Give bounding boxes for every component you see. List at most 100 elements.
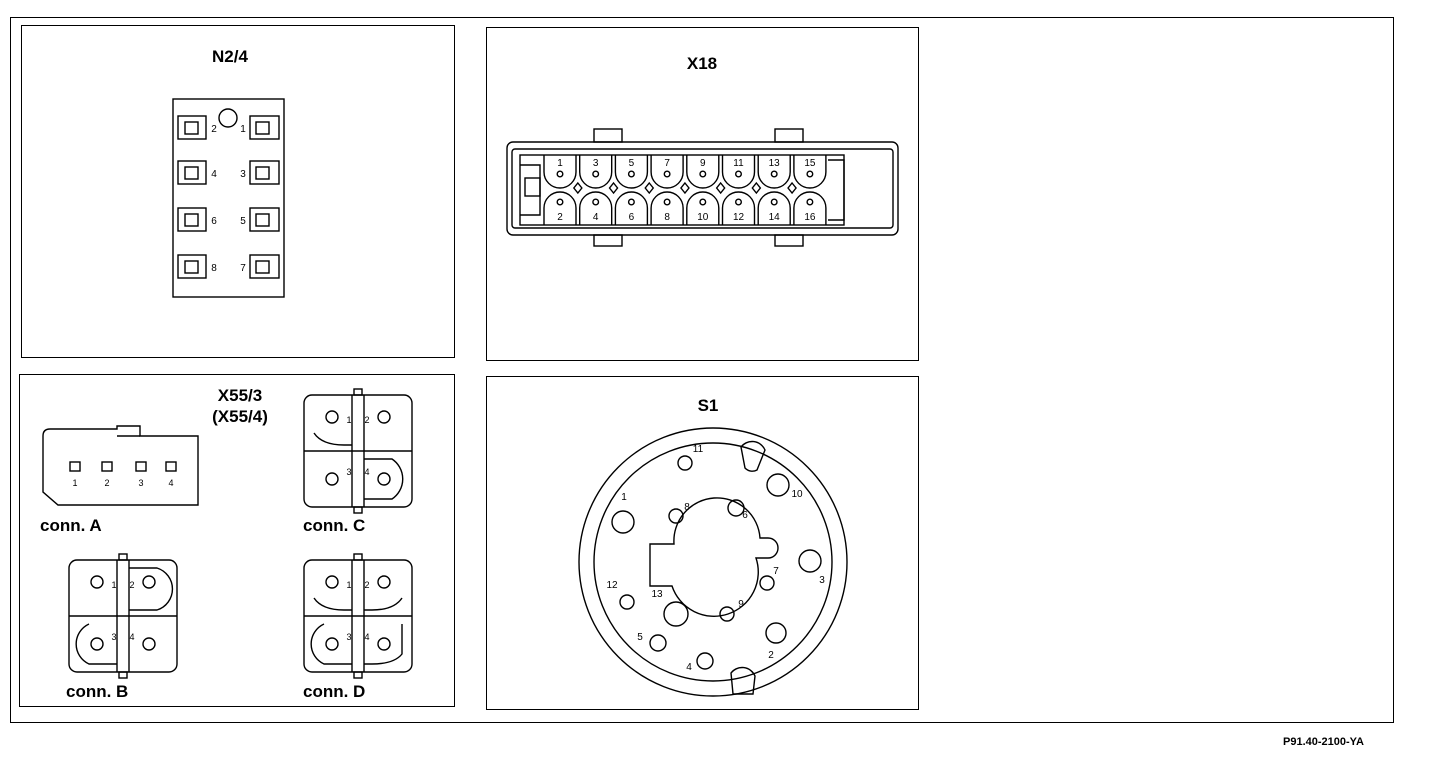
conn-d-lobe: [364, 597, 403, 611]
x18-pin-label-top: 9: [700, 158, 706, 169]
x18-cavity-bottom: [757, 191, 791, 225]
x18-divider-diamond: [644, 181, 655, 195]
x18-divider-diamond: [680, 181, 690, 195]
x18-divider-diamond: [608, 181, 619, 195]
x18-pin-label-top: 3: [593, 158, 599, 169]
conn-b-pin: [90, 637, 104, 651]
x18-pin-label-bottom: 8: [664, 212, 670, 223]
n24-pin-label: 4: [211, 169, 217, 180]
x18-pin-top: [770, 170, 778, 178]
x18-cavity-top: [579, 155, 613, 189]
x18-divider-diamond: [715, 181, 726, 195]
x18-pin-label-bottom: 12: [733, 212, 745, 223]
x18-pin-top: [806, 170, 814, 178]
x18-pin-top: [556, 170, 564, 178]
conn-c-pin-label: 2: [364, 415, 369, 425]
x18-pin-label-bottom: 6: [629, 212, 635, 223]
conn-d-latch-bottom: [353, 671, 363, 679]
conn-c-pin: [377, 410, 391, 424]
s1-central-bore: [649, 497, 779, 617]
x18-cavity-bottom: [543, 191, 577, 225]
conn-d-lobe: [364, 624, 403, 665]
x18-cavity-top: [721, 155, 756, 189]
s1-contact: [727, 499, 745, 517]
conn-d-pin-label: 3: [346, 632, 351, 642]
conn-d-pin-label: 2: [364, 580, 369, 590]
conn-b-centre-gap: [116, 560, 130, 672]
x55-title-line1: X55/3: [217, 386, 263, 405]
x18-pin-bottom: [663, 198, 671, 206]
s1-title: S1: [697, 396, 719, 415]
x18-cavity-bottom: [579, 191, 613, 225]
conn-b-latch-top: [118, 553, 128, 561]
x18-divider-diamond: [787, 181, 797, 195]
n24-pin-label: 2: [211, 124, 217, 135]
s1-contact: [798, 549, 822, 573]
x18-cavity-top: [793, 155, 827, 189]
figure-id: P91.40-2100-YA: [1283, 736, 1364, 748]
x18-pin-label-top: 1: [557, 158, 563, 169]
x18-cavity-top: [614, 155, 649, 189]
x18-pin-top: [735, 170, 743, 178]
s1-pin-label: 8: [684, 502, 690, 513]
conn-a-pin-label: 3: [138, 478, 143, 488]
conn-c-lobe: [313, 432, 352, 446]
s1-contact: [619, 594, 635, 610]
conn-d-pin: [325, 637, 339, 651]
conn-a-pin-label: 2: [104, 478, 109, 488]
s1-pin-label: 1: [621, 492, 627, 503]
s1-contact: [668, 508, 684, 524]
x18-shell: [506, 141, 899, 236]
conn-c-pin-label: 1: [346, 415, 351, 425]
conn-d-pin-label: 1: [346, 580, 351, 590]
panel-s1: [486, 376, 919, 710]
s1-notch-top: [740, 440, 766, 472]
x18-pin-bottom: [699, 198, 707, 206]
panel-n2-4: [21, 25, 455, 358]
conn-c-pin-label: 4: [364, 467, 369, 477]
n24-terminal-right-pad: [255, 260, 270, 274]
conn-c-pin-label: 3: [346, 467, 351, 477]
x18-pin-bottom: [735, 198, 743, 206]
n24-body: [172, 98, 285, 298]
s1-contact: [759, 575, 775, 591]
n24-terminal-right: [249, 115, 280, 140]
x18-right-guide: [828, 159, 845, 221]
conn-d-pin: [377, 637, 391, 651]
conn-b-lobe: [129, 567, 174, 611]
conn-b-label: conn. B: [66, 682, 129, 701]
conn-a-pin-label: 4: [168, 478, 173, 488]
n2-4-title: N2/4: [212, 47, 248, 66]
s1-notch-bottom: [730, 666, 756, 695]
s1-pin-label: 10: [791, 489, 803, 500]
x18-cavity-bottom: [686, 191, 720, 225]
n24-pin-label: 3: [240, 169, 246, 180]
conn-b-pin: [142, 575, 156, 589]
x18-pin-label-bottom: 4: [593, 212, 599, 223]
x18-latch: [593, 128, 623, 143]
conn-b-pin-label: 1: [111, 580, 116, 590]
conn-d-pin: [377, 575, 391, 589]
x18-cavity-bottom: [650, 191, 684, 225]
conn-c-latch-bottom: [353, 506, 363, 514]
x18-cavity-bottom: [793, 191, 827, 225]
conn-a-label: conn. A: [40, 516, 102, 535]
conn-d-pin-label: 4: [364, 632, 369, 642]
diagram-frame: [10, 17, 1394, 723]
s1-contact: [719, 606, 735, 622]
s1-contact: [611, 510, 635, 534]
x18-pin-label-top: 15: [804, 158, 816, 169]
x18-divider-diamond: [572, 181, 583, 195]
conn-d-lobe: [313, 597, 352, 611]
conn-b-pin-label: 3: [111, 632, 116, 642]
x18-latch: [774, 234, 804, 247]
x18-key-slot: [524, 177, 541, 197]
conn-c-pin: [377, 472, 391, 486]
x18-latch: [774, 128, 804, 143]
s1-outer-ring: [578, 427, 848, 697]
conn-b-pin: [90, 575, 104, 589]
conn-c-label: conn. C: [303, 516, 366, 535]
x18-cavity-top: [757, 155, 791, 189]
conn-c-latch-top: [353, 388, 363, 396]
n24-pin-label: 1: [240, 124, 246, 135]
